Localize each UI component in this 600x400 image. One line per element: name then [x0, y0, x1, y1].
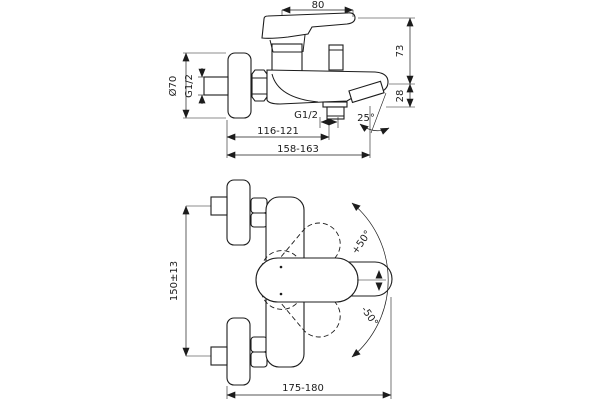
- inlet-nipple-top: [210, 196, 228, 216]
- wall-escutcheon-side: [227, 52, 252, 119]
- tub-outlet-barrel: [326, 106, 345, 120]
- plan-view: +50° -50° 150±13 175-180: [169, 179, 393, 399]
- dim-spout-height: 28: [386, 83, 415, 108]
- shower-outlet: [328, 44, 344, 71]
- dim-label-150: 150±13: [169, 261, 180, 301]
- dim-label-g12-outlet: G1/2: [294, 110, 318, 121]
- union-nut-bottom: [250, 336, 268, 353]
- dim-handle-width: 80: [281, 0, 354, 17]
- dim-label-80: 80: [312, 0, 325, 11]
- dim-label-175-180: 175-180: [282, 383, 324, 394]
- dim-wall-to-front: 175-180: [226, 297, 392, 399]
- body-contour-line: [271, 73, 319, 103]
- cartridge-column: [271, 43, 303, 72]
- dim-label-plus50: +50°: [350, 229, 374, 257]
- dim-label-158-163: 158-163: [277, 144, 319, 155]
- dim-spout-angle: 25°: [357, 92, 390, 135]
- dim-label-g12-inlet: G1/2: [184, 74, 195, 98]
- dim-label-25deg: 25°: [357, 113, 375, 124]
- handle-mark-dot: [279, 265, 283, 269]
- handle-mark-dot: [279, 292, 283, 296]
- handle-neck: [269, 34, 306, 53]
- union-nut-top: [250, 197, 268, 214]
- wall-escutcheon-bottom: [226, 317, 251, 386]
- wall-escutcheon-top: [226, 179, 251, 246]
- lever-handle-plan: [255, 257, 359, 303]
- side-elevation-view: 80 73 28 Ø70 G1/2: [167, 0, 415, 159]
- dim-label-dia70: Ø70: [167, 76, 179, 97]
- lever-handle-side: [261, 12, 356, 39]
- dim-inlet-thread: G1/2: [184, 68, 206, 104]
- dim-inlet-centres: 150±13: [169, 205, 211, 357]
- aerator-tip: [348, 80, 385, 104]
- dim-label-minus50: -50°: [358, 305, 379, 329]
- union-nut-side: [251, 69, 268, 102]
- dim-label-73: 73: [395, 45, 406, 58]
- spout-centre-mark: [357, 270, 386, 291]
- inlet-nipple-bottom: [210, 346, 228, 366]
- dim-flange-diameter: Ø70: [167, 52, 226, 119]
- dim-label-116-121: 116-121: [257, 126, 299, 137]
- inlet-nipple-side: [203, 76, 229, 96]
- tub-outlet-flange: [322, 101, 348, 108]
- union-nut-bottom: [250, 351, 268, 368]
- dim-label-28: 28: [395, 90, 406, 103]
- union-nut-top: [250, 212, 268, 228]
